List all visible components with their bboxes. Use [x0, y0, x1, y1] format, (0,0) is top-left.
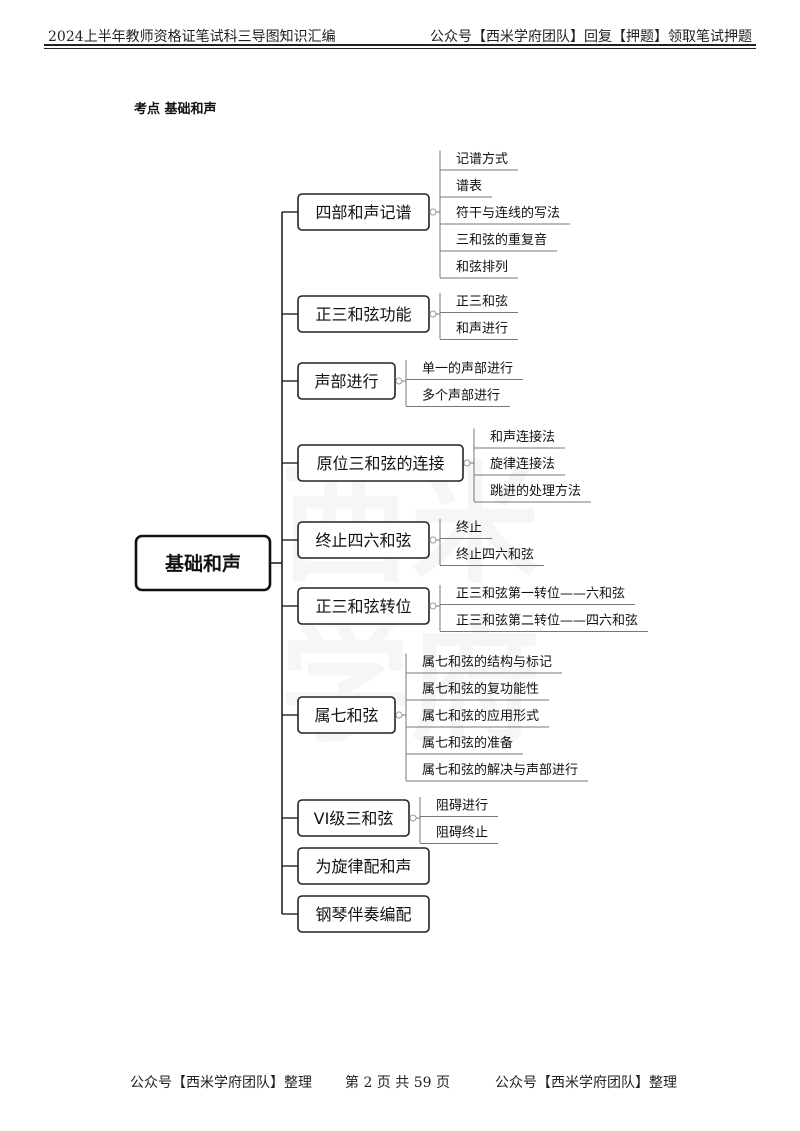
branch-node: 属七和弦 属七和弦的结构与标记属七和弦的复功能性属七和弦的应用形式属七和弦的准备属…: [282, 653, 589, 782]
leaf-label: 符干与连线的写法: [456, 205, 560, 221]
collapse-handle: [429, 536, 437, 544]
footer-page-number: 第 2 页 共 59 页: [345, 1075, 450, 1091]
leaf-label: 单一的声部进行: [422, 361, 513, 377]
branch-label: 钢琴伴奏编配: [315, 905, 411, 924]
branch-box: [297, 799, 410, 837]
branch-node: 为旋律配和声: [282, 847, 430, 885]
branch-label: 正三和弦功能: [315, 305, 411, 324]
leaf-label: 多个声部进行: [422, 388, 500, 404]
collapse-handle: [429, 310, 437, 318]
leaf-label: 旋律连接法: [490, 456, 555, 472]
branch-box: [297, 193, 430, 231]
branch-label: 原位三和弦的连接: [316, 454, 444, 473]
branch-label: 为旋律配和声: [315, 857, 411, 876]
leaf-label: 终止: [456, 520, 482, 536]
leaf-label: 正三和弦第一转位——六和弦: [456, 586, 625, 602]
leaf-label: 终止四六和弦: [456, 547, 534, 563]
leaf-label: 属七和弦的复功能性: [422, 681, 539, 697]
footer-left: 公众号【西米学府团队】整理: [130, 1075, 312, 1091]
leaf-label: 和声连接法: [490, 429, 555, 445]
branch-box: [297, 295, 430, 333]
leaf-label: 阻碍终止: [436, 825, 488, 841]
root-node-label: 基础和声: [164, 552, 241, 575]
header-left: 2024上半年教师资格证笔试科三导图知识汇编: [48, 29, 336, 45]
branch-box: [297, 444, 464, 482]
branch-box: [297, 696, 396, 734]
branch-box: [297, 587, 430, 625]
leaf-label: 属七和弦的准备: [422, 735, 513, 751]
leaf-label: 和声进行: [456, 322, 508, 337]
branch-label: 正三和弦转位: [315, 597, 411, 616]
collapse-handle: [409, 814, 417, 822]
leaf-label: 和弦排列: [456, 259, 508, 275]
footer-right: 公众号【西米学府团队】整理: [495, 1075, 677, 1091]
leaf-label: 阻碍进行: [436, 799, 488, 814]
section-title: 考点 基础和声: [134, 102, 217, 117]
header-right: 公众号【西米学府团队】回复【押题】领取笔试押题: [430, 29, 752, 45]
leaf-label: 属七和弦的解决与声部进行: [422, 762, 578, 778]
leaf-label: 正三和弦第二转位——四六和弦: [456, 613, 638, 629]
leaf-label: 属七和弦的结构与标记: [422, 654, 552, 670]
leaf-label: 属七和弦的应用形式: [422, 708, 539, 724]
leaf-label: 正三和弦: [456, 294, 508, 310]
collapse-handle: [429, 208, 437, 216]
leaf-label: 谱表: [456, 179, 482, 194]
branch-label: 声部进行: [314, 372, 378, 391]
branch-label: 属七和弦: [314, 706, 378, 725]
leaf-label: 跳进的处理方法: [490, 483, 581, 499]
branch-box: [297, 847, 430, 885]
branch-label: VI级三和弦: [314, 809, 394, 828]
branch-label: 终止四六和弦: [315, 531, 411, 550]
branch-label: 四部和声记谱: [315, 203, 411, 222]
branch-node: 钢琴伴奏编配: [282, 895, 430, 933]
header-rule-thin: [44, 48, 756, 49]
collapse-handle: [429, 602, 437, 610]
leaf-label: 三和弦的重复音: [456, 232, 547, 248]
branch-box: [297, 895, 430, 933]
header-rule: [44, 44, 756, 46]
branch-box: [297, 521, 430, 559]
leaf-label: 记谱方式: [456, 151, 508, 167]
collapse-handle: [395, 711, 403, 719]
collapse-handle: [395, 377, 403, 385]
branch-box: [297, 362, 396, 400]
collapse-handle: [463, 459, 471, 467]
